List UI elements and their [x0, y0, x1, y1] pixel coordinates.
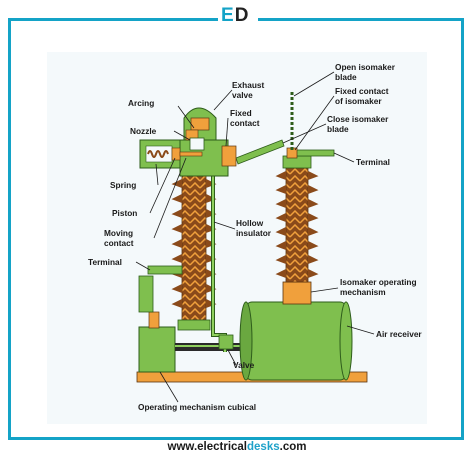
brand-logo: ED	[221, 5, 249, 27]
label-spring: Spring	[110, 180, 136, 190]
label-arcing: Arcing	[128, 98, 154, 108]
leader-lines	[135, 71, 375, 403]
label-fixed-contact-isomaker-1: Fixed contact	[335, 86, 389, 96]
right-insulator-fins-right	[307, 171, 319, 278]
valve-block	[218, 334, 234, 350]
label-moving-contact-1: Moving	[104, 228, 133, 238]
footer-url[interactable]: www.electricaldesks.com	[0, 441, 474, 453]
logo-letter-e: E	[221, 5, 235, 26]
moving-contact	[179, 151, 203, 157]
logo-letter-d: D	[234, 5, 250, 26]
right-insulator-fins-left	[275, 171, 287, 278]
left-terminal	[147, 265, 183, 275]
fixed-contact-block	[221, 145, 237, 167]
label-terminal-left: Terminal	[88, 257, 122, 267]
label-isomaker-mechanism-1: Isomaker operating	[340, 277, 417, 287]
label-exhaust-valve-1: Exhaust	[232, 80, 265, 90]
operating-mechanism-cubical	[138, 326, 176, 373]
close-isomaker-blade	[235, 139, 285, 165]
label-open-isomaker-blade-2: blade	[335, 72, 357, 82]
nozzle-body	[189, 137, 205, 151]
label-piston: Piston	[112, 208, 137, 218]
right-terminal-bar	[295, 149, 335, 157]
air-receiver-tank	[245, 301, 347, 381]
label-isomaker-mechanism-2: mechanism	[340, 287, 386, 297]
label-hollow-insulator-2: insulator	[236, 228, 272, 238]
air-receiver-endcap	[339, 301, 353, 381]
label-open-isomaker-blade-1: Open isomaker	[335, 62, 396, 72]
label-air-receiver: Air receiver	[376, 329, 422, 339]
label-exhaust-valve-2: valve	[232, 90, 253, 100]
footer-url-prefix: www.electrical	[167, 441, 248, 453]
label-fixed-contact-1: Fixed	[230, 108, 252, 118]
left-insulator	[181, 174, 207, 321]
cubical-top-block	[148, 311, 160, 329]
label-nozzle: Nozzle	[130, 126, 157, 136]
isomaker-mechanism-box	[282, 281, 312, 305]
left-insulator-fins-left	[171, 179, 183, 308]
air-receiver-left-cap	[239, 301, 253, 381]
footer-url-accent: desks	[247, 441, 280, 453]
footer-url-suffix: .com	[279, 441, 307, 453]
piston	[171, 147, 181, 161]
label-moving-contact-2: contact	[104, 238, 134, 248]
hollow-tube	[211, 165, 227, 352]
diagram-panel	[47, 52, 427, 424]
label-close-isomaker-blade-1: Close isomaker	[327, 114, 389, 124]
air-pipe-highlight	[175, 345, 245, 347]
label-fixed-contact-isomaker-2: of isomaker	[335, 96, 382, 106]
left-insulator-base	[177, 319, 211, 331]
label-operating-mechanism-cubical: Operating mechanism cubical	[138, 402, 256, 412]
spring-coil	[147, 150, 169, 158]
frame-gap	[218, 12, 258, 26]
label-terminal-right: Terminal	[356, 157, 390, 167]
label-hollow-insulator-1: Hollow	[236, 218, 264, 228]
right-insulator	[285, 167, 309, 283]
cubical-green-stub	[138, 275, 154, 313]
label-fixed-contact-2: contact	[230, 118, 260, 128]
label-valve: Valve	[233, 360, 255, 370]
label-close-isomaker-blade-2: blade	[327, 124, 349, 134]
